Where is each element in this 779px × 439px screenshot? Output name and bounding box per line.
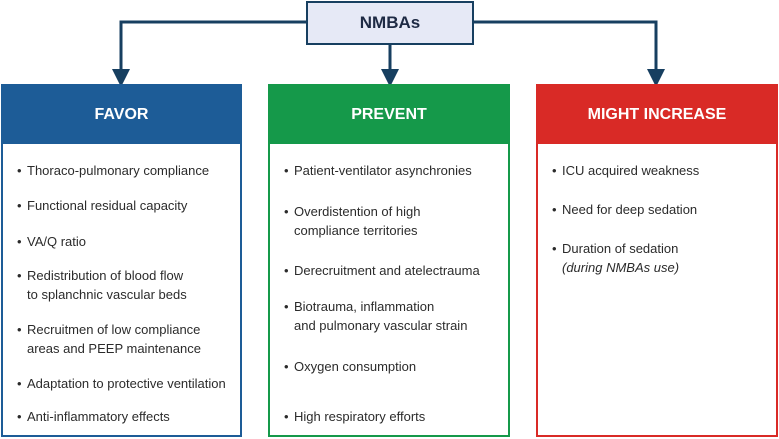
arrow-to-favor [112, 20, 306, 87]
nmbas-node: NMBAs [306, 1, 474, 45]
nmbas-label: NMBAs [359, 13, 421, 32]
prevent-panel: PREVENT Patient-ventilator asynchronies … [268, 84, 510, 437]
list-item: VA/Q ratio [17, 232, 234, 251]
might-increase-list: ICU acquired weakness Need for deep seda… [538, 144, 776, 435]
list-item: Adaptation to protective ventilation [17, 374, 234, 393]
list-item: ICU acquired weakness [552, 161, 770, 180]
might-increase-header: MIGHT INCREASE [538, 86, 776, 144]
list-item: Thoraco-pulmonary compliance [17, 161, 234, 180]
might-increase-panel: MIGHT INCREASE ICU acquired weakness Nee… [536, 84, 778, 437]
list-item: Oxygen consumption [284, 357, 502, 376]
list-item: Duration of sedation(during NMBAs use) [552, 239, 770, 277]
favor-list: Thoraco-pulmonary compliance Functional … [3, 144, 240, 435]
arrow-to-might-increase [474, 20, 665, 87]
list-item: Patient-ventilator asynchronies [284, 161, 502, 180]
list-item: Derecruitment and atelectrauma [284, 261, 502, 280]
prevent-header: PREVENT [270, 86, 508, 144]
favor-panel: FAVOR Thoraco-pulmonary compliance Funct… [1, 84, 242, 437]
favor-header: FAVOR [3, 86, 240, 144]
list-item: Need for deep sedation [552, 200, 770, 219]
list-item: Anti-inflammatory effects [17, 407, 234, 426]
prevent-list: Patient-ventilator asynchronies Overdist… [270, 144, 508, 435]
list-item: Functional residual capacity [17, 196, 234, 215]
list-item: High respiratory efforts [284, 407, 502, 426]
